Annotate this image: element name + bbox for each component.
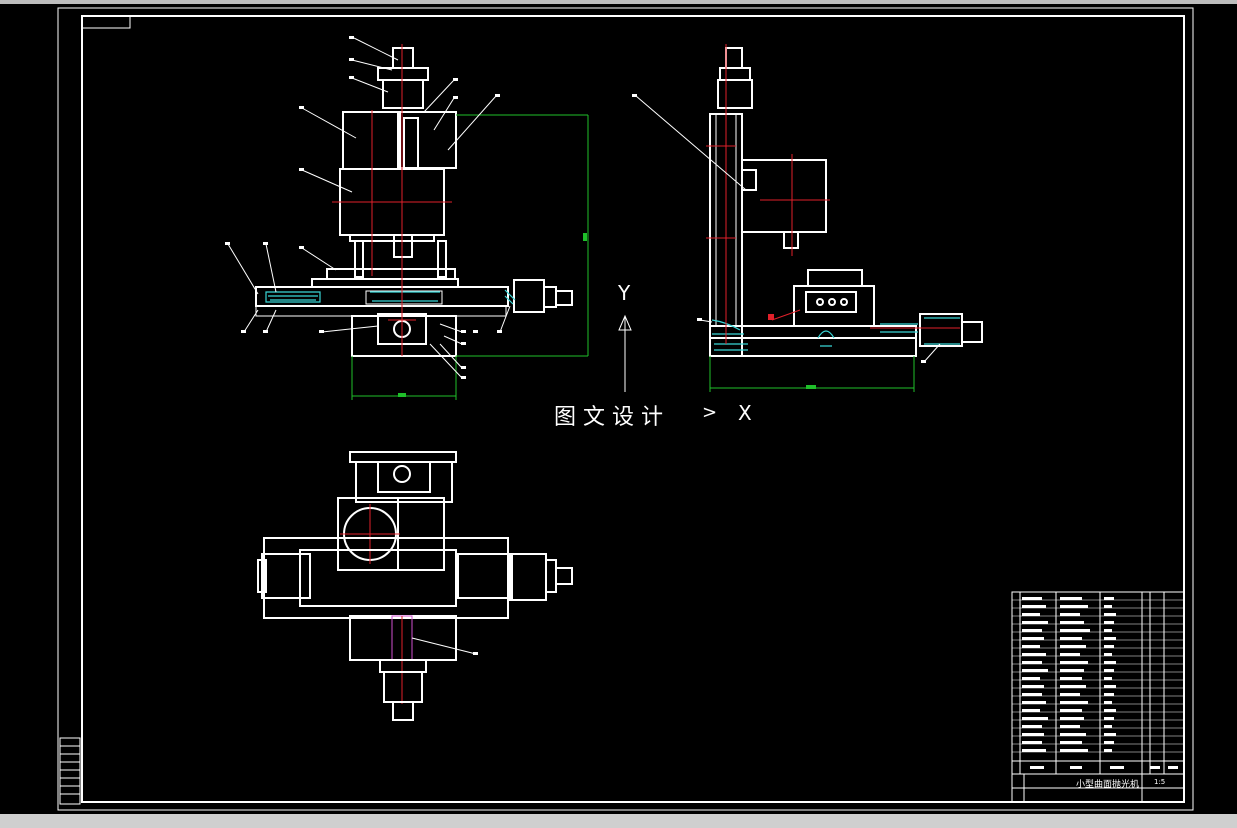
cad-canvas[interactable]: Y > X 图 文 设 计 xyxy=(0,4,1237,814)
inner-border xyxy=(81,15,1185,803)
viewer-bottom-bar xyxy=(0,814,1237,828)
x-axis-arrow-icon: > xyxy=(702,402,717,423)
watermark-logo: 图 文 设 计 xyxy=(554,405,663,430)
front-view xyxy=(225,36,589,400)
drawing-sheet: Y > X 图 文 设 计 xyxy=(57,7,1194,811)
top-view xyxy=(257,451,573,721)
parts-list: 小型曲面抛光机 1:5 xyxy=(1011,591,1185,803)
x-axis-label: X xyxy=(738,401,752,425)
corner-tag xyxy=(81,15,131,29)
y-axis-label: Y xyxy=(617,281,631,305)
drawing-scale: 1:5 xyxy=(1154,778,1165,786)
binding-strip xyxy=(59,737,81,805)
viewer-top-bar xyxy=(0,0,1237,4)
outer-border xyxy=(57,7,1194,811)
axis-overlay: Y > X 图 文 设 计 xyxy=(554,281,752,430)
side-view xyxy=(632,44,983,392)
drawing-title: 小型曲面抛光机 xyxy=(1076,778,1139,790)
